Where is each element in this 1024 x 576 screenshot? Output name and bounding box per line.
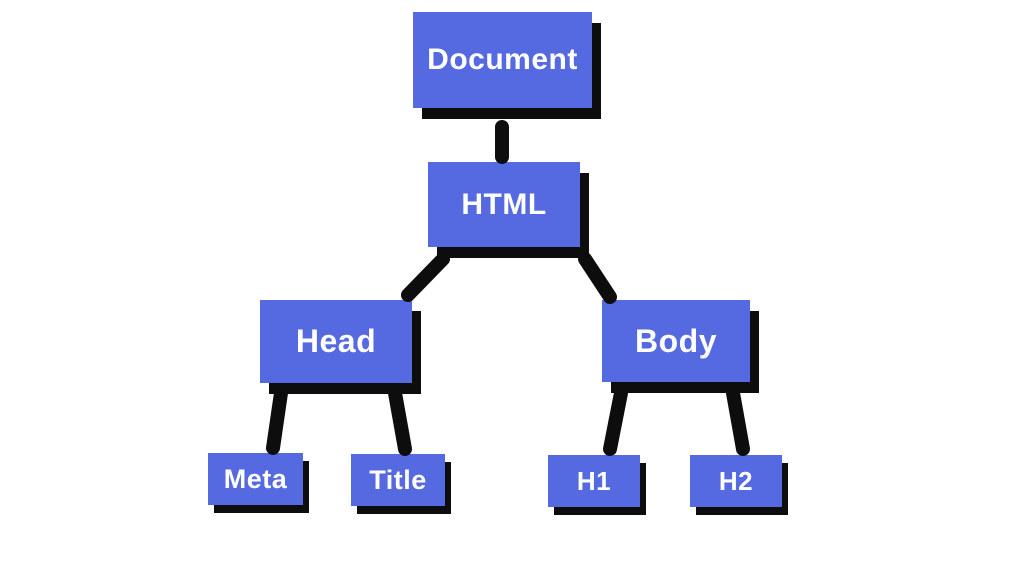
node-h2-label: H2 (718, 465, 754, 496)
node-h1: H1 (548, 455, 640, 507)
node-html-label: HTML (461, 187, 547, 221)
edge-body-h1 (603, 386, 628, 456)
node-head: Head (260, 300, 412, 383)
edge-head-meta (266, 386, 288, 455)
node-h1-label: H1 (576, 465, 612, 496)
node-body: Body (602, 300, 750, 382)
node-meta-label: Meta (223, 463, 288, 494)
node-meta: Meta (208, 453, 303, 505)
node-html: HTML (428, 162, 580, 247)
node-document: Document (413, 12, 592, 108)
edge-html-body (578, 252, 617, 304)
node-h2: H2 (690, 455, 782, 507)
node-title: Title (351, 454, 445, 506)
node-title-label: Title (369, 464, 427, 495)
edge-html-head (401, 252, 450, 302)
edge-head-title (388, 386, 412, 456)
node-head-label: Head (295, 323, 377, 359)
node-body-label: Body (635, 322, 717, 359)
node-document-label: Document (427, 43, 578, 76)
edge-body-h2 (726, 386, 750, 456)
